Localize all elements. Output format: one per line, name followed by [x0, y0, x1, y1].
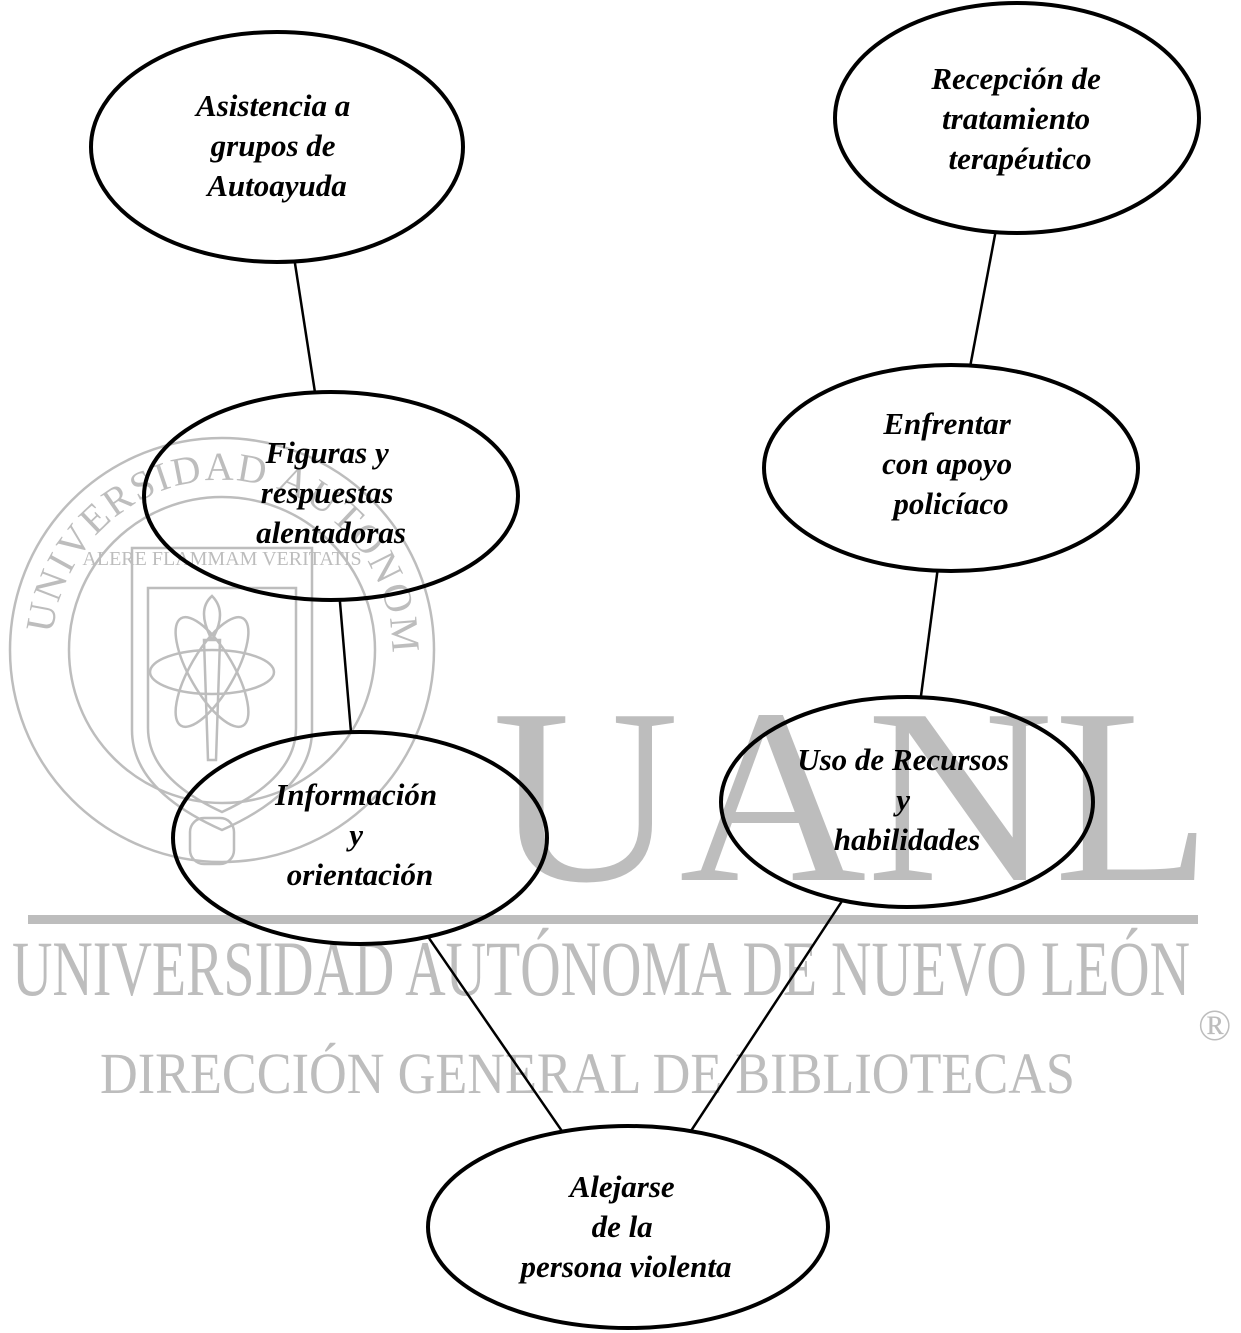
node-asistencia-line-3: Autoayuda: [205, 168, 347, 203]
node-asistencia-line-2: grupos de: [210, 128, 336, 163]
node-figuras-line-1: Figuras y: [265, 435, 389, 470]
edge-recepcion-enfrentar: [969, 231, 997, 366]
watermark-library: DIRECCIÓN GENERAL DE BIBLIOTECAS: [100, 1041, 1075, 1106]
node-alejarse-ellipse: [426, 1124, 830, 1330]
node-figuras-label: Figuras y respuestas alentadoras: [256, 435, 406, 550]
watermark-university: UNIVERSIDAD AUTÓNOMA DE NUEVO LEÓN: [12, 925, 1190, 1012]
seal-torch-icon: [202, 594, 222, 762]
watermark-rule: [28, 915, 1198, 924]
edge-asistencia-figuras: [293, 261, 317, 393]
node-asistencia-ellipse: [89, 30, 465, 264]
seal-outer-ring: [8, 436, 436, 864]
node-alejarse-line-3: persona violenta: [518, 1249, 732, 1284]
node-informacion-line-3: orientación: [287, 857, 433, 892]
seal-shield-inner: [146, 586, 298, 814]
node-uso-line-2: y: [892, 782, 910, 817]
node-figuras-ellipse: [142, 390, 520, 602]
seal-motto: ALERE FLAMMAM VERITATIS: [82, 548, 361, 570]
node-asistencia-line-1: Asistencia a: [194, 88, 350, 123]
edge-enfrentar-uso: [919, 570, 939, 698]
seal-atom-orbit-1: [148, 648, 276, 696]
node-enfrentar-line-2: con apoyo: [882, 446, 1012, 481]
node-alejarse: Alejarse de la persona violenta: [426, 1124, 830, 1330]
node-figuras: Figuras y respuestas alentadoras: [142, 390, 520, 602]
node-asistencia: Asistencia a grupos de Autoayuda: [89, 30, 465, 264]
university-seal: [8, 436, 436, 866]
node-uso-label: Uso de Recursos y habilidades: [797, 742, 1017, 857]
node-enfrentar-label: Enfrentar con apoyo policíaco: [882, 406, 1020, 521]
node-enfrentar-ellipse: [762, 363, 1140, 573]
watermark-registered-icon: ®: [1198, 1001, 1231, 1050]
node-alejarse-line-1: Alejarse: [568, 1169, 675, 1204]
node-uso-line-3: habilidades: [834, 822, 980, 857]
edge-figuras-informacion: [338, 599, 353, 733]
seal-inner-ring: [67, 495, 377, 805]
node-informacion-ellipse: [171, 730, 549, 946]
node-informacion-line-2: y: [345, 817, 363, 852]
seal-base: [188, 816, 236, 866]
node-recepcion-label: Recepción de tratamiento terapéutico: [930, 61, 1108, 176]
node-uso-ellipse: [719, 695, 1095, 909]
seal-shield: [130, 546, 314, 832]
node-figuras-line-3: alentadoras: [256, 515, 406, 550]
node-alejarse-label: Alejarse de la persona violenta: [518, 1169, 732, 1284]
node-recepcion-ellipse: [833, 1, 1201, 235]
node-informacion-line-1: Información: [274, 777, 437, 812]
node-enfrentar: Enfrentar con apoyo policíaco: [762, 363, 1140, 573]
node-uso-line-1: Uso de Recursos: [797, 742, 1009, 777]
node-enfrentar-line-1: Enfrentar: [882, 406, 1011, 441]
node-informacion-label: Información y orientación: [274, 777, 445, 892]
connectors: [293, 231, 997, 1133]
edge-uso-alejarse: [689, 899, 844, 1132]
seal-atom-orbit-2: [174, 615, 250, 729]
node-recepcion-line-1: Recepción de: [930, 61, 1101, 96]
edge-informacion-alejarse: [426, 935, 564, 1133]
seal-atom-orbit-3: [174, 615, 250, 729]
node-recepcion-line-2: tratamiento: [942, 101, 1090, 136]
node-recepcion: Recepción de tratamiento terapéutico: [833, 1, 1201, 235]
node-enfrentar-line-3: policíaco: [890, 486, 1008, 521]
node-uso: Uso de Recursos y habilidades: [719, 695, 1095, 909]
node-informacion: Información y orientación: [171, 730, 549, 946]
node-asistencia-label: Asistencia a grupos de Autoayuda: [194, 88, 358, 203]
node-alejarse-line-2: de la: [592, 1209, 653, 1244]
node-recepcion-line-3: terapéutico: [949, 141, 1092, 176]
node-figuras-line-2: respuestas: [261, 475, 394, 510]
